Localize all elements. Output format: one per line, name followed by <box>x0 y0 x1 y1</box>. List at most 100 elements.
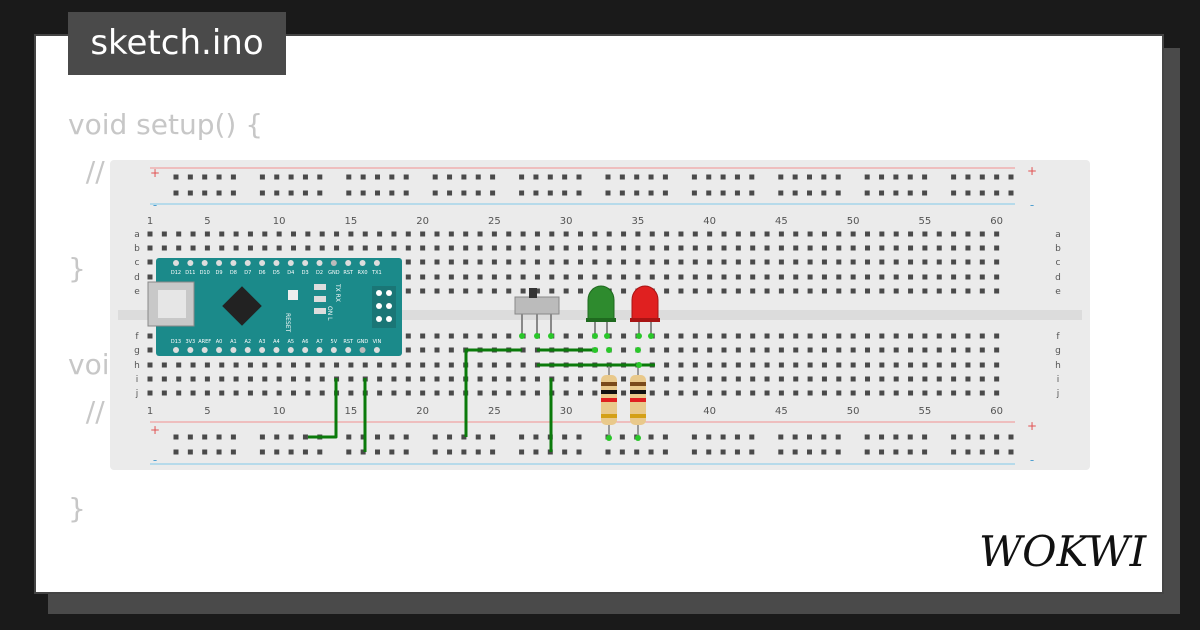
terminal-hole <box>434 362 440 368</box>
terminal-hole <box>836 347 842 353</box>
terminal-hole <box>592 390 598 396</box>
rail-hole <box>662 434 668 440</box>
connection-dot <box>648 333 654 339</box>
rail-hole <box>662 190 668 196</box>
terminal-hole <box>578 333 583 339</box>
terminal-hole <box>621 333 627 339</box>
rail-hole <box>951 190 957 196</box>
wokwi-logo: WOKWI <box>979 527 1148 576</box>
terminal-hole <box>678 333 684 339</box>
rail-hole <box>403 174 409 180</box>
rail-hole <box>720 174 726 180</box>
terminal-hole <box>463 288 469 294</box>
row-letter-label: g <box>1055 346 1061 356</box>
rail-hole <box>749 190 755 196</box>
terminal-hole <box>922 390 928 396</box>
terminal-hole <box>405 245 411 251</box>
terminal-hole <box>534 288 540 294</box>
terminal-hole <box>793 347 799 353</box>
terminal-hole <box>821 288 827 294</box>
slide-switch-body <box>514 296 560 315</box>
code-line-1: void setup() { <box>68 108 264 141</box>
terminal-hole <box>606 245 612 251</box>
terminal-hole <box>750 231 756 237</box>
rail-hole <box>432 449 438 455</box>
terminal-hole <box>434 274 440 280</box>
terminal-hole <box>951 347 957 353</box>
terminal-hole <box>965 245 971 251</box>
terminal-hole <box>821 347 827 353</box>
rail-hole <box>979 190 985 196</box>
terminal-hole <box>979 390 985 396</box>
arduino-bottom-pin <box>244 347 251 353</box>
rail-hole <box>173 449 179 455</box>
terminal-hole <box>793 231 799 237</box>
terminal-hole <box>965 376 971 382</box>
rail-hole <box>447 449 453 455</box>
rail-hole <box>965 434 971 440</box>
rail-hole <box>605 174 611 180</box>
rail-hole <box>1008 190 1014 196</box>
column-number-label: 25 <box>488 406 501 417</box>
terminal-hole <box>520 245 526 251</box>
terminal-hole <box>405 362 411 368</box>
terminal-hole <box>707 333 713 339</box>
rail-hole <box>835 434 841 440</box>
column-number-label: 1 <box>147 216 153 227</box>
rail-hole <box>648 434 654 440</box>
file-tab[interactable]: sketch.ino <box>68 12 286 75</box>
rail-hole <box>389 434 395 440</box>
terminal-hole <box>793 288 799 294</box>
rail-hole <box>389 449 395 455</box>
terminal-hole <box>563 288 569 294</box>
rail-hole <box>792 434 798 440</box>
rail-hole <box>461 174 467 180</box>
arduino-bottom-pin-label: D13 <box>171 339 181 345</box>
terminal-hole <box>750 259 756 265</box>
connection-dot <box>592 347 598 353</box>
rail-hole <box>706 174 712 180</box>
rail-polarity-label: - <box>153 453 157 467</box>
terminal-hole <box>951 362 957 368</box>
terminal-hole <box>994 390 1000 396</box>
rail-hole <box>490 434 496 440</box>
terminal-hole <box>520 376 526 382</box>
terminal-hole <box>994 288 1000 294</box>
terminal-hole <box>348 390 354 396</box>
terminal-hole <box>190 362 196 368</box>
rail-hole <box>749 434 755 440</box>
terminal-hole <box>434 376 440 382</box>
terminal-hole <box>721 259 727 265</box>
terminal-hole <box>750 333 756 339</box>
terminal-hole <box>893 333 899 339</box>
terminal-hole <box>865 288 870 294</box>
column-number-label: 10 <box>273 406 286 417</box>
terminal-hole <box>721 245 727 251</box>
rail-hole <box>979 174 985 180</box>
terminal-hole <box>778 245 784 251</box>
terminal-hole <box>922 231 928 237</box>
terminal-hole <box>979 376 985 382</box>
terminal-hole <box>692 333 698 339</box>
rail-hole <box>951 174 957 180</box>
rail-hole <box>734 434 740 440</box>
rail-hole <box>533 449 539 455</box>
terminal-hole <box>678 362 684 368</box>
rail-hole <box>432 434 438 440</box>
rail-hole <box>475 174 481 180</box>
column-number-label: 20 <box>416 216 429 227</box>
column-number-label: 35 <box>632 216 645 227</box>
terminal-hole <box>908 259 914 265</box>
terminal-hole <box>491 362 497 368</box>
terminal-hole <box>707 376 713 382</box>
rail-hole <box>317 190 323 196</box>
terminal-hole <box>520 288 526 294</box>
rail-hole <box>835 174 841 180</box>
terminal-hole <box>578 259 583 265</box>
rail-hole <box>230 434 236 440</box>
rail-hole <box>634 190 640 196</box>
rail-hole <box>202 174 208 180</box>
terminal-hole <box>147 259 153 265</box>
terminal-hole <box>305 376 311 382</box>
terminal-hole <box>750 288 756 294</box>
